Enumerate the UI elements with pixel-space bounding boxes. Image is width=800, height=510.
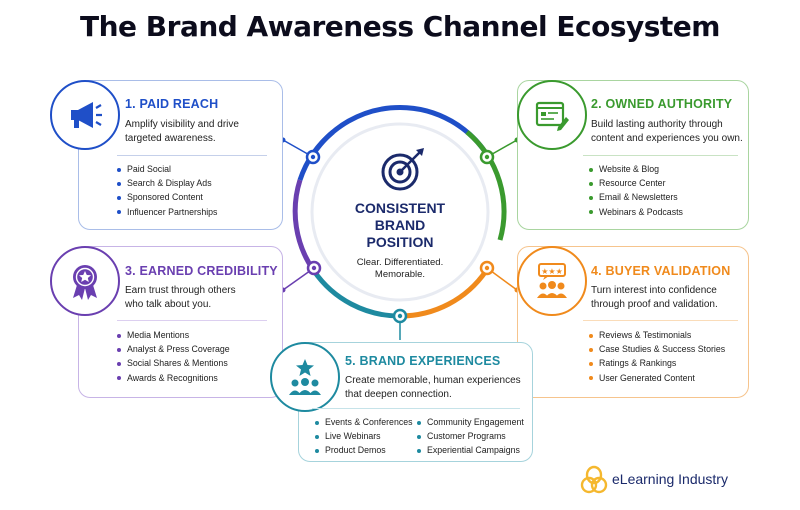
browser-edit-icon [517, 80, 587, 150]
list-item: Awards & Recognitions [117, 371, 230, 385]
list-item: Case Studies & Success Stories [589, 342, 725, 356]
list-item: Customer Programs [417, 429, 524, 443]
list-item: Social Shares & Mentions [117, 356, 230, 370]
list-item: Influencer Partnerships [117, 205, 217, 219]
card-description: Build lasting authority through content … [591, 119, 743, 144]
list-item: Email & Newsletters [589, 190, 683, 204]
item-list: Events & Conferences Live Webinars Produ… [315, 415, 413, 458]
card-title: 2. OWNED AUTHORITY [591, 97, 733, 111]
list-item: Product Demos [315, 443, 413, 457]
list-item: Search & Display Ads [117, 176, 217, 190]
svg-text:★★★: ★★★ [541, 267, 563, 276]
page-title: The Brand Awareness Channel Ecosystem [80, 10, 720, 43]
list-item: Analyst & Press Coverage [117, 342, 230, 356]
list-item: User Generated Content [589, 371, 725, 385]
brand-logo-text: eLearning Industry [612, 471, 728, 487]
item-list: Reviews & Testimonials Case Studies & Su… [589, 328, 725, 385]
star-group-icon [270, 342, 340, 412]
center-title: CONSISTENT BRAND POSITION [354, 200, 446, 250]
list-item: Ratings & Rankings [589, 356, 725, 370]
list-item: Live Webinars [315, 429, 413, 443]
divider [117, 155, 267, 156]
list-item: Experiential Campaigns [417, 443, 524, 457]
card-title: 1. PAID REACH [125, 97, 219, 111]
divider [117, 320, 267, 321]
elearning-logo-icon [580, 465, 608, 494]
card-title: 4. BUYER VALIDATION [591, 264, 731, 278]
award-badge-icon [50, 246, 120, 316]
list-item: Media Mentions [117, 328, 230, 342]
list-item: Webinars & Podcasts [589, 205, 683, 219]
item-list: Community Engagement Customer Programs E… [417, 415, 524, 458]
card-description: Turn interest into confidence through pr… [591, 285, 718, 310]
list-item: Reviews & Testimonials [589, 328, 725, 342]
megaphone-icon [50, 80, 120, 150]
card-description: Amplify visibility and drive targeted aw… [125, 119, 239, 144]
item-list: Paid Social Search & Display Ads Sponsor… [117, 162, 217, 219]
list-item: Sponsored Content [117, 190, 217, 204]
target-icon [381, 148, 424, 191]
divider [312, 408, 520, 409]
list-item: Website & Blog [589, 162, 683, 176]
item-list: Media Mentions Analyst & Press Coverage … [117, 328, 230, 385]
divider [583, 155, 738, 156]
card-title: 3. EARNED CREDIBILITY [125, 264, 278, 278]
list-item: Community Engagement [417, 415, 524, 429]
center-subtitle: Clear. Differentiated. Memorable. [356, 257, 444, 280]
card-title: 5. BRAND EXPERIENCES [345, 354, 501, 368]
card-description: Create memorable, human experiences that… [345, 375, 521, 400]
list-item: Resource Center [589, 176, 683, 190]
divider [583, 320, 738, 321]
card-description: Earn trust through others who talk about… [125, 285, 236, 310]
rating-people-icon: ★★★ [517, 246, 587, 316]
item-list: Website & Blog Resource Center Email & N… [589, 162, 683, 219]
list-item: Paid Social [117, 162, 217, 176]
list-item: Events & Conferences [315, 415, 413, 429]
